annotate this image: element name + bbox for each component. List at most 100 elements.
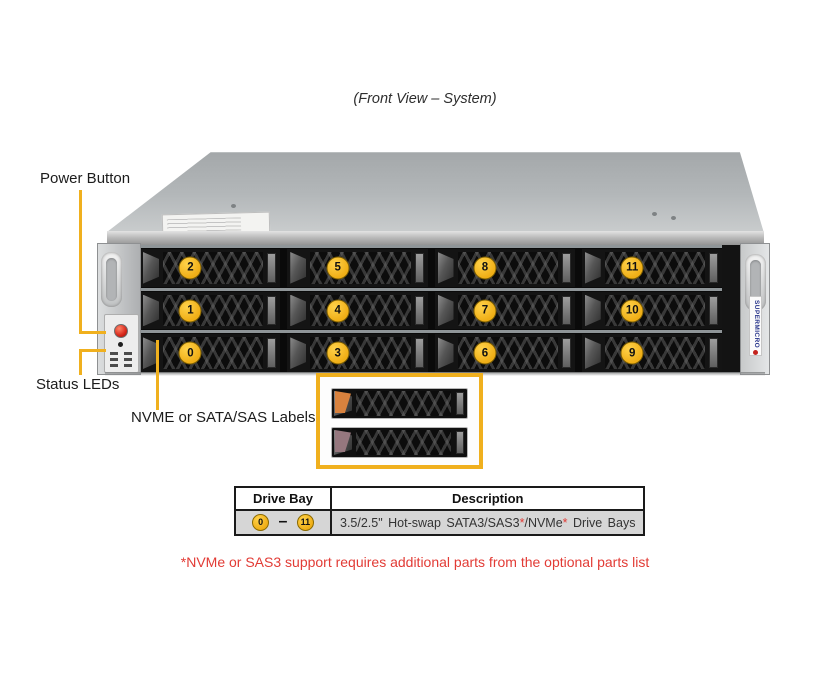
tray-endcap	[267, 338, 277, 369]
reset-button	[118, 342, 123, 347]
callout-line-power-horizontal	[79, 331, 106, 334]
tray-latch	[584, 252, 601, 284]
bay-number-badge: 1	[178, 299, 202, 322]
drive-bay-1: 1	[140, 291, 281, 330]
tray-vents	[457, 294, 558, 327]
callout-line-status-horizontal	[79, 349, 106, 352]
bay-number-badge: 10	[620, 299, 644, 322]
drive-bay-8: 8	[434, 249, 575, 287]
tray-latch	[437, 337, 454, 370]
tray-endcap	[414, 338, 424, 369]
tray-latch	[143, 337, 159, 370]
drive-bay-11: 11	[581, 249, 722, 287]
bay-number-badge: 7	[473, 299, 497, 322]
callout-drive-labels: NVME or SATA/SAS Labels	[131, 409, 316, 426]
power-button	[114, 324, 128, 338]
screw-icon	[652, 212, 657, 216]
table-header-drive-bay: Drive Bay	[234, 486, 332, 511]
tray-endcap	[561, 295, 571, 326]
tray-latch	[584, 294, 601, 327]
tray-endcap	[561, 338, 571, 369]
bay-number-badge: 3	[326, 341, 350, 365]
led-icon	[110, 358, 118, 361]
callout-status-leds: Status LEDs	[36, 376, 120, 393]
callout-power-button: Power Button	[40, 170, 131, 187]
supermicro-logo: SUPERMICRO	[749, 296, 762, 356]
bay-number-badge: 11	[620, 256, 644, 280]
drive-bay-7: 7	[434, 291, 575, 330]
drive-bay-2: 2	[140, 249, 281, 287]
control-panel	[104, 314, 139, 373]
bay-number-badge: 4	[326, 299, 350, 322]
description-text: /NVMe	[524, 515, 563, 530]
bay-number-badge: 2	[178, 256, 202, 280]
table-row: 0 – 11 3.5/2.5" Hot-swap SATA3/SAS3*/NVM…	[234, 509, 646, 536]
tray-endcap	[709, 253, 718, 283]
figure-title: (Front View – System)	[353, 91, 497, 107]
bay-number-badge: 0	[178, 341, 202, 365]
inset-tray-sata-sas	[331, 427, 468, 458]
tray-latch	[143, 294, 159, 327]
brand-logo-dot	[753, 350, 758, 355]
tray-latch	[437, 252, 454, 284]
tray-endcap	[414, 295, 424, 326]
description-cell: 3.5/2.5" Hot-swap SATA3/SAS3*/NVMe* Driv…	[329, 509, 646, 536]
tray-endcap	[267, 295, 277, 326]
status-leds-cluster	[110, 352, 134, 367]
tray-endcap	[709, 295, 718, 326]
drive-bay-9: 9	[581, 334, 722, 373]
drive-bay-row: 2 5 8 11	[140, 245, 722, 288]
bay-number-badge: 6	[473, 341, 497, 365]
tray-latch	[290, 252, 307, 284]
tray-release-button	[456, 392, 464, 415]
tray-latch	[584, 337, 601, 370]
screw-icon	[671, 216, 676, 220]
tray-endcap	[414, 253, 424, 283]
drive-bay-4: 4	[287, 291, 428, 330]
footnote: *NVMe or SAS3 support requires additiona…	[180, 554, 650, 570]
drive-bay-10: 10	[581, 291, 722, 330]
tray-endcap	[561, 253, 571, 283]
drive-bay-0: 0	[140, 334, 281, 373]
led-icon	[124, 364, 132, 367]
bay-number-badge: 9	[620, 341, 644, 365]
bay-number-badge: 5	[326, 256, 350, 280]
tray-vents	[356, 430, 451, 455]
tray-vents	[604, 294, 705, 327]
led-icon	[110, 364, 118, 367]
bay-end-badge: 11	[296, 513, 314, 531]
callout-line-power-vertical	[79, 190, 82, 334]
front-bezel	[107, 231, 764, 246]
drive-bay-table: Drive Bay Description 0 – 11 3.5/2.5" Ho…	[234, 486, 646, 536]
tray-latch	[437, 294, 454, 327]
description-text: Drive Bays	[567, 515, 636, 530]
tray-latch	[290, 337, 307, 370]
callout-line-labels-vertical	[156, 340, 159, 410]
screw-icon	[231, 204, 236, 208]
drive-label-inset	[316, 373, 483, 469]
description-asterisk: *	[562, 515, 568, 530]
table-header-description: Description	[329, 486, 646, 511]
tray-vents	[310, 337, 411, 370]
inset-tray-nvme	[331, 388, 468, 419]
description-asterisk: *	[519, 515, 525, 530]
drive-bay-row: 1 4 7 10	[140, 287, 722, 331]
range-dash: –	[278, 513, 288, 531]
drive-bay-6: 6	[434, 334, 575, 373]
led-icon	[124, 358, 132, 361]
tray-release-button	[456, 431, 464, 454]
tray-latch	[143, 252, 159, 284]
tray-endcap	[267, 253, 277, 283]
brand-text: SUPERMICRO	[752, 300, 760, 349]
led-icon	[124, 352, 132, 355]
left-rack-ear	[97, 243, 141, 375]
drive-bay-row: 0 3 6 9	[140, 330, 722, 374]
bay-number-badge: 8	[473, 256, 497, 280]
bay-range-cell: 0 – 11	[234, 509, 332, 536]
description-text: 3.5/2.5" Hot-swap SATA3/SAS3	[340, 515, 520, 530]
callout-line-status-vertical	[79, 349, 82, 375]
tray-vents	[356, 391, 451, 416]
drive-bay-5: 5	[287, 249, 428, 287]
right-rack-ear: SUPERMICRO	[740, 243, 770, 375]
